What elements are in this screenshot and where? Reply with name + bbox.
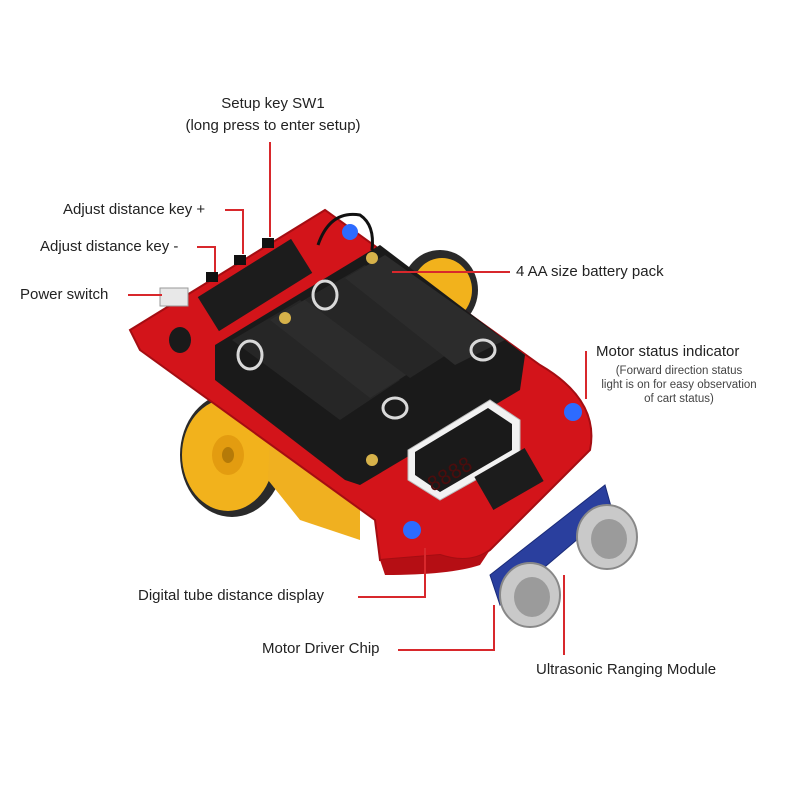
motor-status-note: (Forward direction status light is on fo… bbox=[594, 364, 764, 406]
setup-key-label: Setup key SW1 (long press to enter setup… bbox=[178, 93, 368, 137]
mcu-chip bbox=[197, 238, 313, 332]
leader-setup-key bbox=[269, 142, 271, 237]
setup-button-shape bbox=[262, 238, 274, 248]
adjust-minus-label: Adjust distance key - bbox=[40, 238, 179, 255]
ultrasonic-label: Ultrasonic Ranging Module bbox=[536, 661, 717, 678]
battery-pack-label: 4 AA size battery pack bbox=[516, 263, 664, 280]
leader-digital-display-v bbox=[424, 548, 426, 598]
setup-key-title: Setup key SW1 bbox=[221, 95, 325, 112]
leader-digital-display-h bbox=[358, 596, 426, 598]
setup-key-subtitle: (long press to enter setup) bbox=[185, 117, 361, 134]
battery-wire bbox=[316, 212, 374, 251]
adjust-minus-button-shape bbox=[206, 272, 218, 282]
leader-motor-status bbox=[585, 351, 587, 399]
motor-status-note-line3: of cart status) bbox=[644, 393, 714, 405]
leader-power-switch bbox=[128, 294, 162, 296]
motor-status-label: Motor status indicator bbox=[596, 343, 740, 360]
leader-ultrasonic bbox=[563, 575, 565, 655]
motor-driver-chip-shape bbox=[474, 448, 544, 510]
leader-adjust-plus-v bbox=[242, 209, 244, 254]
motor-status-note-line2: light is on for easy observation bbox=[601, 379, 757, 391]
motor-driver-label: Motor Driver Chip bbox=[262, 640, 380, 657]
power-switch-shape bbox=[159, 287, 189, 307]
capacitor bbox=[169, 327, 191, 353]
digital-display-label: Digital tube distance display bbox=[138, 587, 324, 604]
ultrasonic-module-shape bbox=[489, 484, 638, 628]
leader-battery-pack bbox=[392, 271, 510, 273]
led-bottom bbox=[403, 521, 421, 539]
power-switch-label: Power switch bbox=[20, 286, 109, 303]
motor-status-led bbox=[564, 403, 582, 421]
digital-tube-display: 8888 bbox=[407, 399, 521, 501]
leader-adjust-minus-h bbox=[197, 246, 215, 248]
battery-pack-shape bbox=[215, 245, 525, 485]
motor-status-note-line1: (Forward direction status bbox=[615, 365, 743, 377]
led-top bbox=[342, 224, 358, 240]
leader-motor-driver-v bbox=[493, 605, 495, 651]
leader-adjust-plus-h bbox=[225, 209, 243, 211]
adjust-plus-label: Adjust distance key + bbox=[63, 201, 206, 218]
adjust-plus-button-shape bbox=[234, 255, 246, 265]
leader-motor-driver-h bbox=[398, 649, 494, 651]
leader-adjust-minus-v bbox=[214, 246, 216, 272]
